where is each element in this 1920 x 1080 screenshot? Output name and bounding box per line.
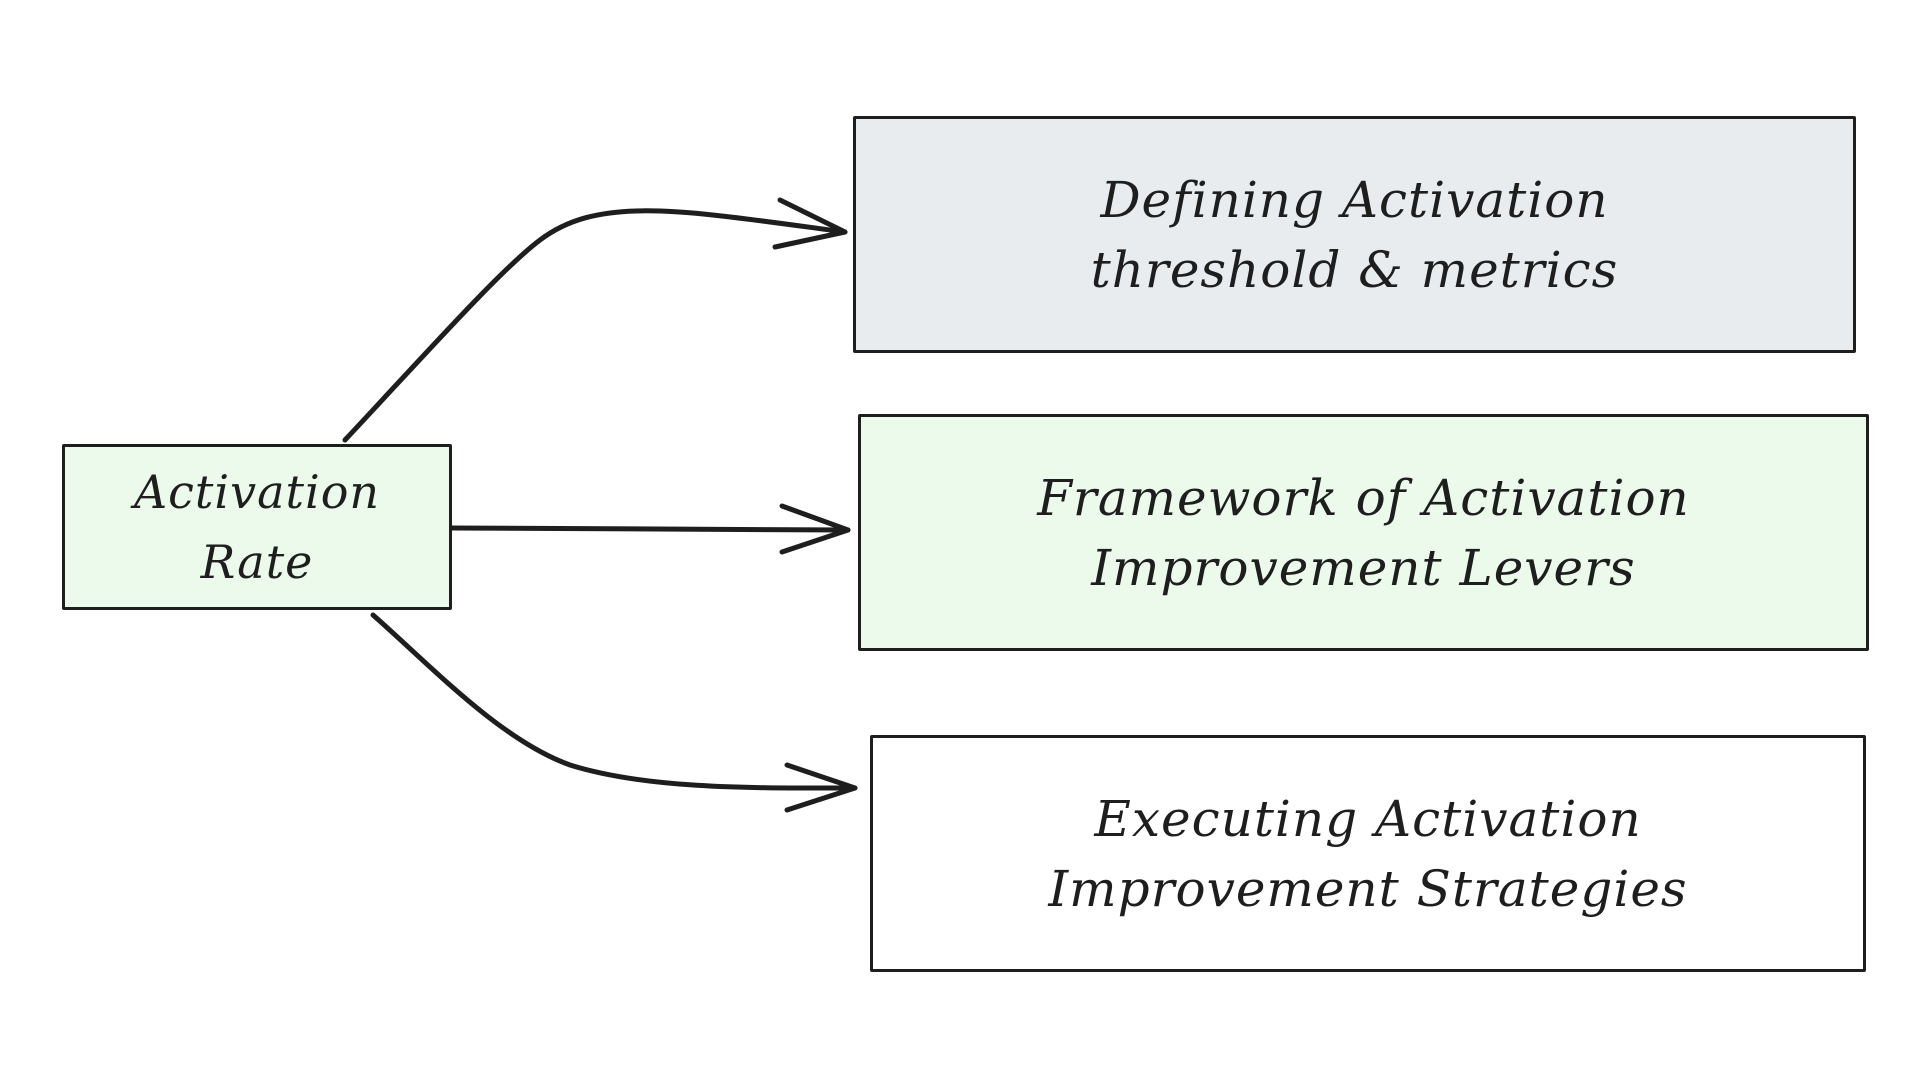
node-framework-levers-line-1: Framework of Activation xyxy=(1037,468,1690,527)
node-activation-rate-line-2: Rate xyxy=(200,535,314,589)
edge-arrow-to-executing xyxy=(370,612,858,791)
edge-arrow-to-defining xyxy=(342,208,848,443)
edge-arrow-to-framework xyxy=(449,525,851,533)
node-framework-levers-line-2: Improvement Levers xyxy=(1091,538,1636,597)
node-activation-rate-line-1: Activation xyxy=(133,465,381,519)
node-executing-strategies-line-2: Improvement Strategies xyxy=(1048,859,1688,918)
node-defining-activation-line-1: Defining Activation xyxy=(1100,170,1609,229)
node-executing-strategies-line-1: Executing Activation xyxy=(1094,789,1642,848)
node-activation-rate: Activation Rate xyxy=(62,444,452,610)
node-framework-levers: Framework of Activation Improvement Leve… xyxy=(858,414,1869,651)
node-defining-activation: Defining Activation threshold & metrics xyxy=(853,116,1856,353)
node-executing-strategies: Executing Activation Improvement Strateg… xyxy=(870,735,1866,972)
edge-arrowhead-to-defining xyxy=(772,197,848,250)
edge-arrowhead-to-framework xyxy=(779,503,851,555)
edge-arrowhead-to-executing xyxy=(784,762,858,813)
node-defining-activation-line-2: threshold & metrics xyxy=(1090,240,1619,299)
